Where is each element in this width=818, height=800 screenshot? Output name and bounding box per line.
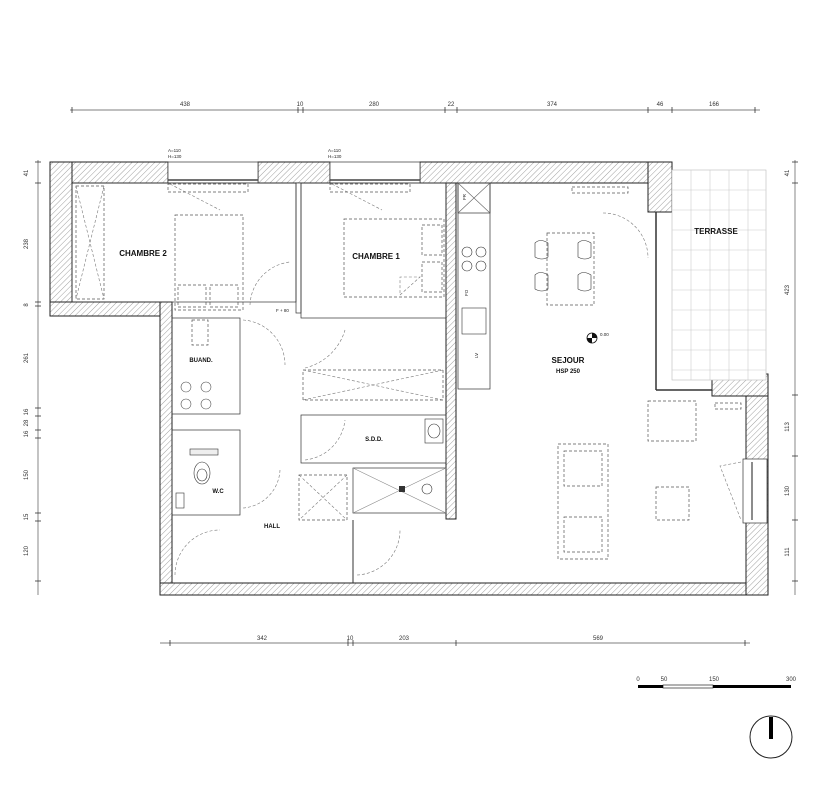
kitchen-fridge-label: FR <box>462 193 467 200</box>
dim-right-3: 130 <box>785 485 791 496</box>
room-hall: HALL <box>174 520 401 583</box>
room-label-chambre-2: CHAMBRE 2 <box>119 249 167 258</box>
room-terrasse: TERRASSE <box>671 169 767 381</box>
kitchen-oven-label: FO <box>464 289 469 296</box>
level-marker-value: 0.00 <box>600 332 609 337</box>
dim-left-1: 238 <box>24 238 30 249</box>
dim-left-4: 16 <box>24 408 30 415</box>
dim-left-9: 120 <box>24 545 30 556</box>
dim-right-1: 423 <box>785 284 791 295</box>
dim-bottom-0: 342 <box>257 636 268 642</box>
window-1-width: A=110 <box>328 148 341 153</box>
window-1-height: H=130 <box>328 154 342 159</box>
dim-right-4: 111 <box>785 547 791 557</box>
room-label-wc: W.C <box>212 489 224 495</box>
dim-top-2: 280 <box>369 102 380 108</box>
room-buanderie: BUAND. <box>171 317 286 415</box>
scale-bar: 0 50 150 300 <box>636 677 797 689</box>
window-2-height: H=130 <box>168 154 182 159</box>
kitchen-counter: FR FO LV <box>457 182 491 390</box>
window-chambre-2: A=110 H=130 <box>167 148 259 211</box>
scale-tick-0: 0 <box>636 677 640 683</box>
scale-tick-1: 50 <box>661 677 668 683</box>
scale-tick-3: 300 <box>786 677 797 683</box>
dim-left-0: 41 <box>24 169 30 176</box>
dim-top-1: 10 <box>297 102 304 108</box>
level-marker: 0.00 <box>586 332 609 344</box>
room-wc: W.C <box>171 429 281 516</box>
room-label-sejour-height: HSP 250 <box>556 369 581 375</box>
room-label-terrasse: TERRASSE <box>694 227 738 236</box>
dim-left-8: 15 <box>24 513 30 520</box>
dim-top-3: 22 <box>448 102 455 108</box>
right-dimension-line: 41 423 113 130 111 <box>785 160 798 595</box>
dim-left-6: 16 <box>24 430 30 437</box>
bottom-dimension-line: 342 10 203 569 <box>160 636 750 646</box>
exterior-walls <box>49 161 769 596</box>
dim-right-2: 113 <box>785 422 791 432</box>
dim-bottom-2: 203 <box>399 636 410 642</box>
room-sdd: S.D.D. <box>298 414 447 521</box>
window-2-width: A=110 <box>168 148 181 153</box>
room-label-buanderie: BUAND. <box>189 358 213 364</box>
room-sejour: 0.00 SEJOUR HSP 250 <box>534 186 768 560</box>
room-label-chambre-1: CHAMBRE 1 <box>352 252 400 261</box>
dim-top-4: 374 <box>547 102 558 108</box>
dim-left-2: 8 <box>24 303 30 307</box>
dim-top-5: 46 <box>657 102 664 108</box>
dim-left-7: 150 <box>24 469 30 480</box>
left-dimension-line: 41 238 8 261 16 28 16 150 15 120 <box>24 160 41 595</box>
room-chambre-2: F + 80 CHAMBRE 2 <box>71 182 297 313</box>
north-arrow-icon <box>749 715 793 759</box>
dim-right-0: 41 <box>785 169 791 176</box>
room-label-sejour: SEJOUR <box>552 356 585 365</box>
dim-top-0: 438 <box>180 102 191 108</box>
dim-left-5: 28 <box>24 419 30 426</box>
room-label-hall: HALL <box>264 524 280 530</box>
room-label-sdd: S.D.D. <box>365 437 383 443</box>
window-chambre-1: A=110 H=130 <box>328 148 421 211</box>
kitchen-dishwasher-label: LV <box>474 353 479 358</box>
top-dimension-line: 438 10 280 22 374 46 166 <box>70 102 760 113</box>
dim-bottom-3: 569 <box>593 636 604 642</box>
scale-tick-2: 150 <box>709 677 720 683</box>
door-label-chambre-2: F + 80 <box>276 308 289 313</box>
dim-top-6: 166 <box>709 102 720 108</box>
dim-bottom-1: 10 <box>347 636 354 642</box>
dim-left-3: 261 <box>24 352 30 363</box>
room-chambre-1: CHAMBRE 1 <box>300 182 447 401</box>
